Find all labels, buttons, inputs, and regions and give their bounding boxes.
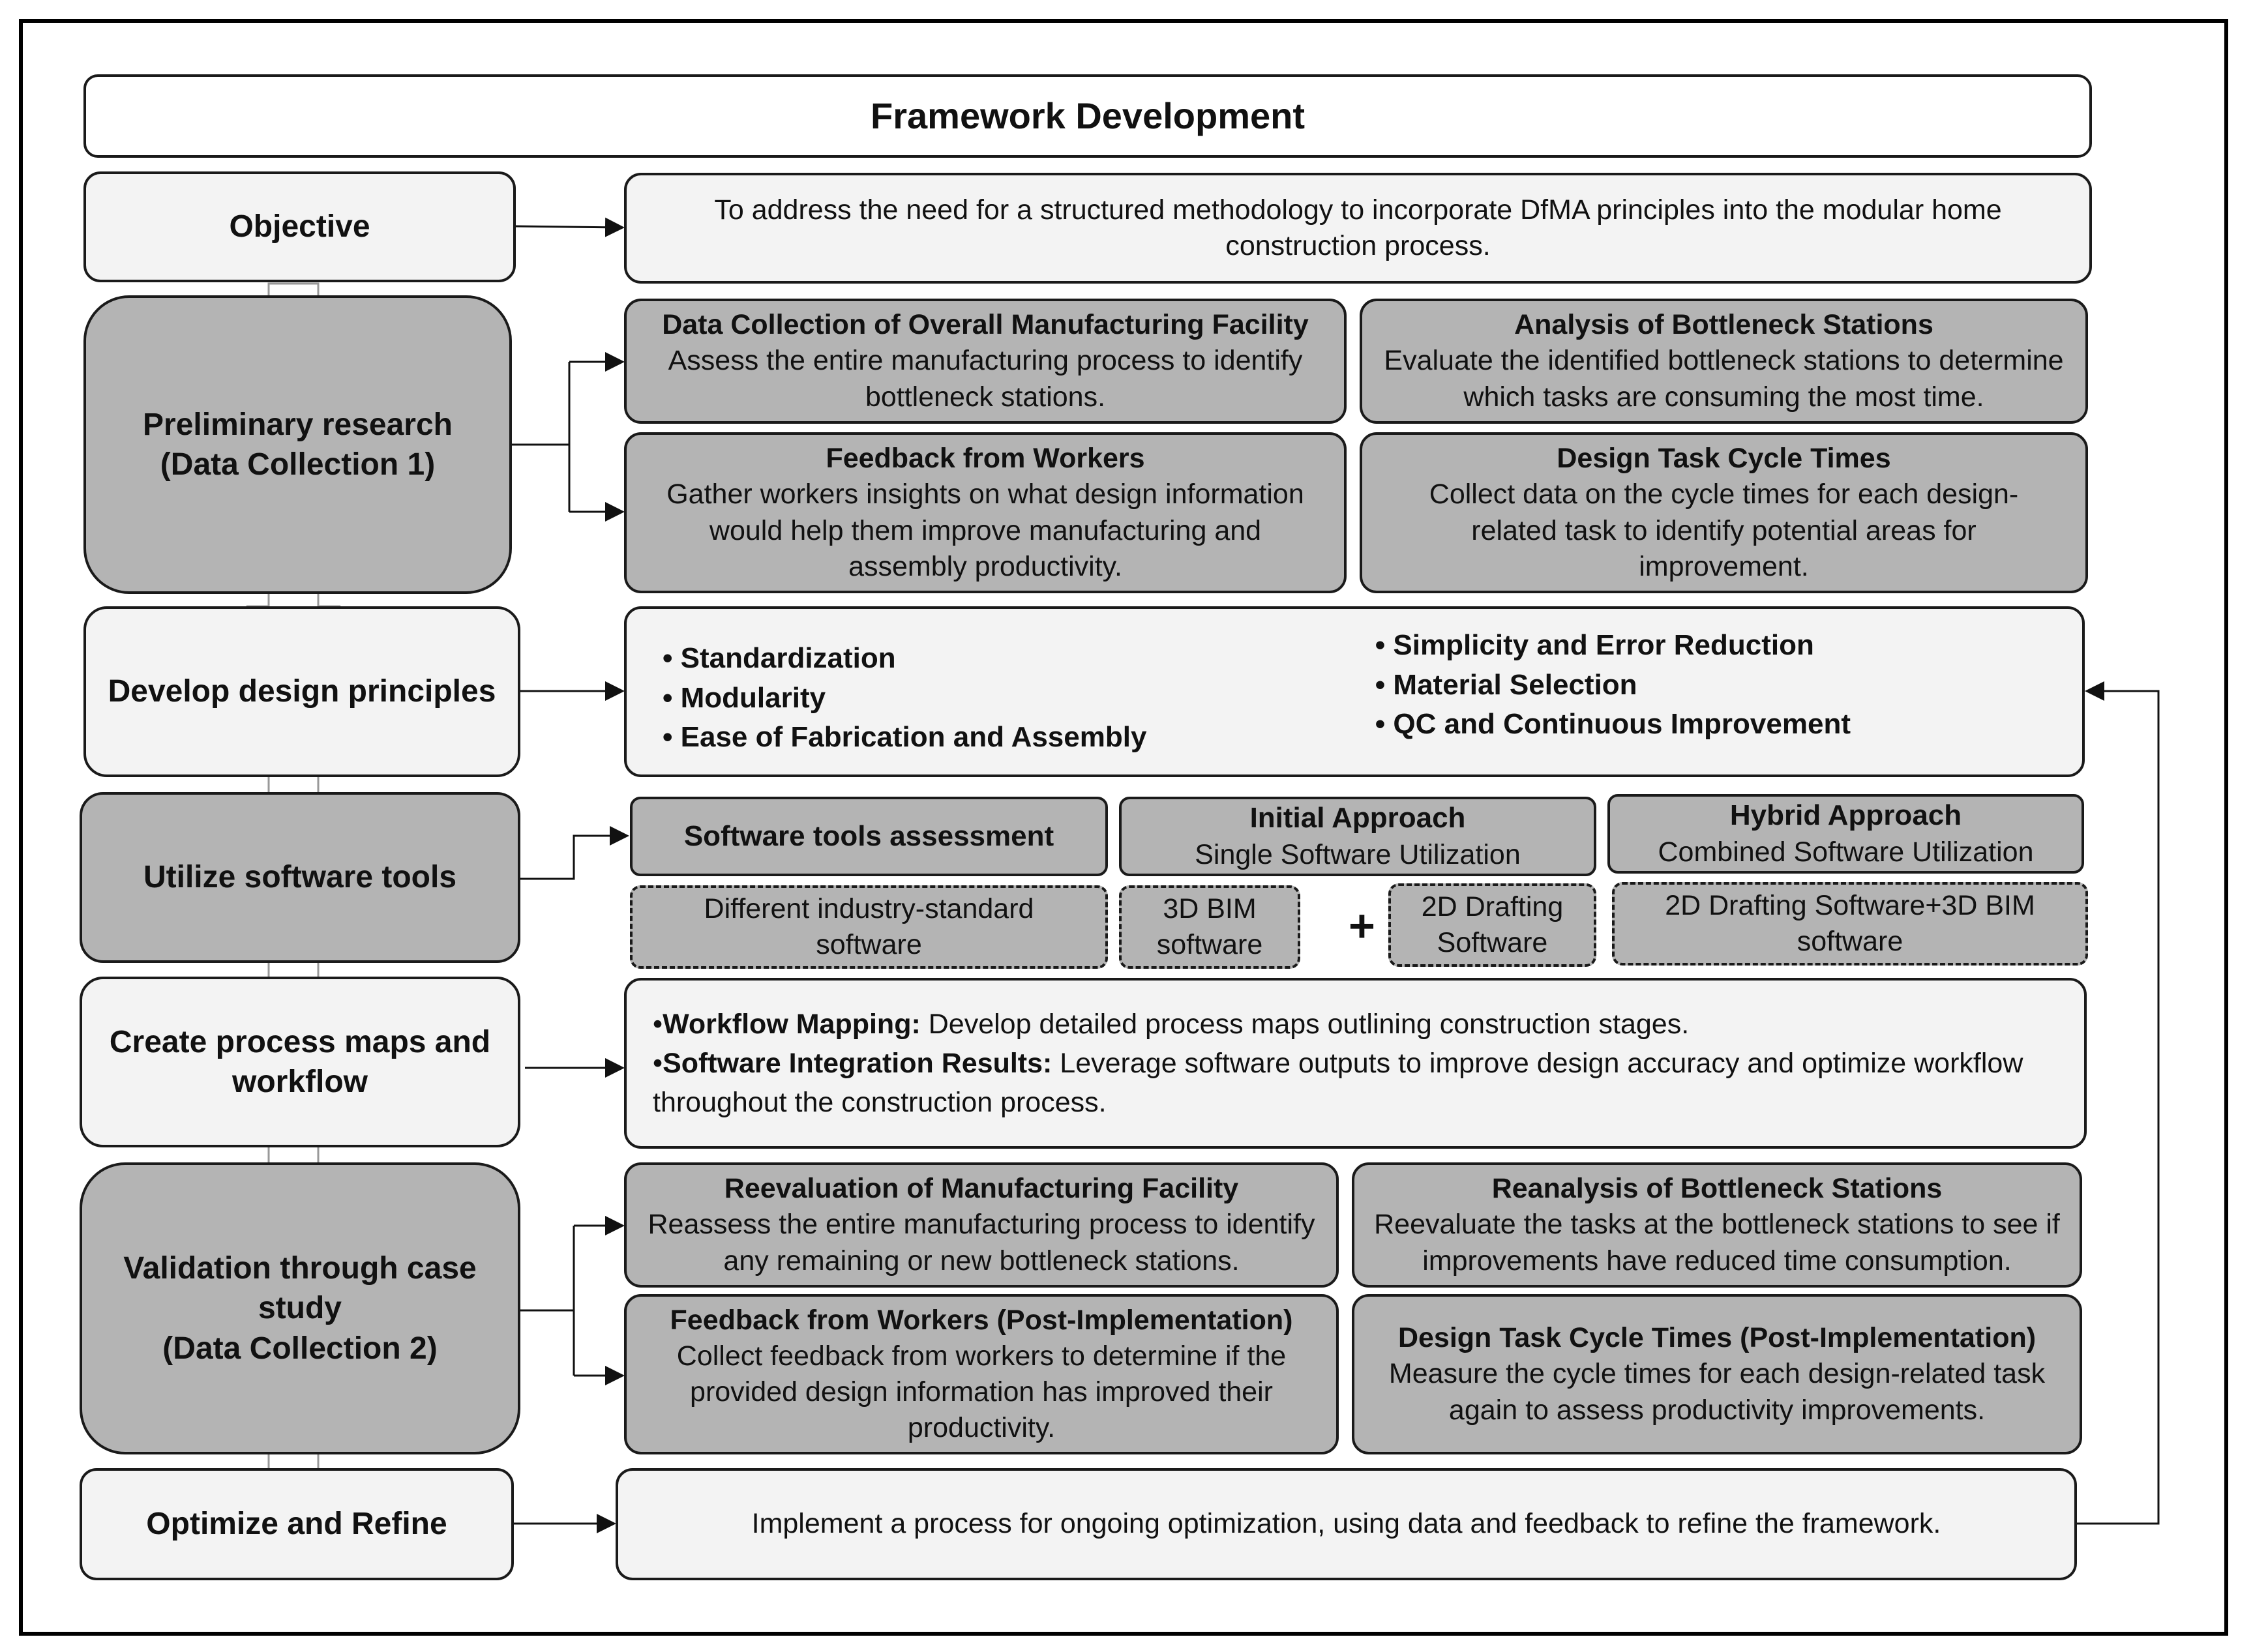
principle-item: QC and Continuous Improvement: [1375, 705, 1851, 745]
reevaluation-facility-box: Reevaluation of Manufacturing Facility R…: [624, 1162, 1339, 1288]
principle-item: Standardization: [663, 639, 1146, 679]
post-cycle-times-title: Design Task Cycle Times (Post-Implementa…: [1397, 1322, 2037, 1354]
combined-software-box: 2D Drafting Software+3D BIM software: [1612, 882, 2088, 966]
task-cycle-times-box: Design Task Cycle Times Collect data on …: [1360, 432, 2088, 593]
step-objective: Objective: [83, 171, 516, 282]
arrow-utilize: [520, 826, 629, 880]
arrow-feedback-loop: [2077, 681, 2160, 1525]
arrow-objective: [515, 217, 625, 237]
task-cycle-times-body: Collect data on the cycle times for each…: [1429, 479, 2019, 582]
optimize-description: Implement a process for ongoing optimiza…: [751, 1508, 1941, 1540]
page-title: Framework Development: [871, 95, 1305, 137]
post-cycle-times-box: Design Task Cycle Times (Post-Implementa…: [1352, 1294, 2082, 1454]
task-cycle-times-title: Design Task Cycle Times: [1557, 443, 1891, 475]
worker-feedback-box: Feedback from Workers Gather workers ins…: [624, 432, 1347, 593]
worker-feedback-title: Feedback from Workers: [826, 443, 1145, 475]
data-collection-facility-title: Data Collection of Overall Manufacturing…: [662, 309, 1309, 341]
step-objective-label: Objective: [229, 209, 370, 244]
drafting-line2: Software: [1437, 927, 1548, 958]
reanalysis-bottleneck-box: Reanalysis of Bottleneck Stations Reeval…: [1352, 1162, 2082, 1288]
initial-approach-box: Initial Approach Single Software Utiliza…: [1119, 797, 1596, 876]
step-validation-line2: study: [258, 1291, 342, 1326]
bim-software-box: 3D BIM software: [1119, 885, 1300, 969]
reevaluation-facility-title: Reevaluation of Manufacturing Facility: [724, 1173, 1239, 1205]
post-feedback-body: Collect feedback from workers to determi…: [676, 1340, 1287, 1444]
data-collection-facility-box: Data Collection of Overall Manufacturing…: [624, 299, 1347, 424]
principle-item: Modularity: [663, 679, 1146, 718]
bim-line2: software: [1156, 929, 1263, 960]
outer-frame: [19, 19, 2228, 1636]
combined-line1: 2D Drafting Software+3D BIM: [1665, 889, 2035, 921]
workflow-mapping-text: Develop detailed process maps outlining …: [920, 1008, 1690, 1040]
hybrid-approach-title: Hybrid Approach: [1729, 799, 1962, 832]
workflow-mapping-label: Workflow Mapping:: [663, 1008, 921, 1040]
step-preliminary-research: Preliminary research (Data Collection 1): [83, 295, 512, 594]
different-software-box: Different industry-standard software: [630, 885, 1108, 969]
plus-sign: +: [1349, 900, 1375, 951]
title-box: Framework Development: [83, 74, 2092, 158]
principles-left-list: Standardization Modularity Ease of Fabri…: [663, 639, 1147, 758]
post-feedback-title: Feedback from Workers (Post-Implementati…: [670, 1304, 1293, 1336]
reanalysis-bottleneck-title: Reanalysis of Bottleneck Stations: [1491, 1173, 1943, 1205]
principles-right-list: Simplicity and Error Reduction Material …: [1375, 626, 1851, 745]
bottleneck-analysis-body: Evaluate the identified bottleneck stati…: [1384, 345, 2064, 413]
step-optimize-label: Optimize and Refine: [146, 1507, 447, 1542]
software-integration-text: Leverage software outputs to improve des…: [653, 1047, 2023, 1119]
step-utilize-label: Utilize software tools: [143, 860, 457, 895]
step-utilize-software-tools: Utilize software tools: [80, 792, 520, 963]
software-integration-label: Software Integration Results:: [663, 1047, 1052, 1079]
step-validation-line1: Validation through case: [123, 1250, 477, 1286]
step-validation-line3: (Data Collection 2): [162, 1331, 438, 1366]
hybrid-approach-box: Hybrid Approach Combined Software Utiliz…: [1607, 794, 2084, 874]
step-develop-design-principles: Develop design principles: [83, 606, 520, 777]
design-principles-box: Standardization Modularity Ease of Fabri…: [624, 606, 2085, 777]
bottleneck-analysis-box: Analysis of Bottleneck Stations Evaluate…: [1360, 299, 2088, 424]
reevaluation-facility-body: Reassess the entire manufacturing proces…: [648, 1209, 1315, 1276]
step-preliminary-line2: (Data Collection 1): [160, 447, 436, 482]
process-maps-box: •Workflow Mapping: Develop detailed proc…: [624, 978, 2087, 1149]
objective-description: To address the need for a structured met…: [714, 194, 2002, 261]
different-software-label: Different industry-standard software: [704, 892, 1034, 960]
data-collection-facility-body: Assess the entire manufacturing process …: [668, 345, 1303, 413]
initial-approach-body: Single Software Utilization: [1195, 838, 1521, 870]
step-process-line2: workflow: [231, 1065, 368, 1099]
hybrid-approach-body: Combined Software Utilization: [1658, 836, 2034, 868]
software-assessment-label: Software tools assessment: [683, 819, 1054, 852]
step-validation-case-study: Validation through case study (Data Coll…: [80, 1162, 520, 1454]
drafting-software-box: 2D Drafting Software: [1388, 883, 1596, 967]
step-optimize-refine: Optimize and Refine: [80, 1468, 514, 1580]
software-assessment-box: Software tools assessment: [630, 797, 1108, 876]
principle-item: Material Selection: [1375, 666, 1851, 705]
initial-approach-title: Initial Approach: [1249, 802, 1466, 834]
bullet: •: [653, 1047, 663, 1079]
optimize-description-box: Implement a process for ongoing optimiza…: [616, 1468, 2077, 1580]
post-cycle-times-body: Measure the cycle times for each design-…: [1388, 1358, 2046, 1426]
objective-description-box: To address the need for a structured met…: [624, 173, 2092, 284]
workflow-mapping-line: •Workflow Mapping: Develop detailed proc…: [653, 1005, 1689, 1044]
bottleneck-analysis-title: Analysis of Bottleneck Stations: [1514, 309, 1933, 341]
step-create-process-maps: Create process maps and workflow: [80, 977, 520, 1147]
software-integration-line: •Software Integration Results: Leverage …: [653, 1044, 2058, 1122]
post-feedback-box: Feedback from Workers (Post-Implementati…: [624, 1294, 1339, 1454]
principle-item: Simplicity and Error Reduction: [1375, 626, 1851, 666]
step-process-line1: Create process maps and: [109, 1024, 491, 1059]
step-develop-label: Develop design principles: [108, 674, 496, 709]
bim-line1: 3D BIM: [1163, 892, 1257, 924]
step-preliminary-line1: Preliminary research: [143, 407, 453, 442]
bullet: •: [653, 1008, 663, 1040]
reanalysis-bottleneck-body: Reevaluate the tasks at the bottleneck s…: [1374, 1209, 2060, 1276]
combined-line2: software: [1797, 926, 1903, 957]
drafting-line1: 2D Drafting: [1421, 891, 1564, 922]
worker-feedback-body: Gather workers insights on what design i…: [666, 479, 1304, 582]
principle-item: Ease of Fabrication and Assembly: [663, 718, 1147, 758]
